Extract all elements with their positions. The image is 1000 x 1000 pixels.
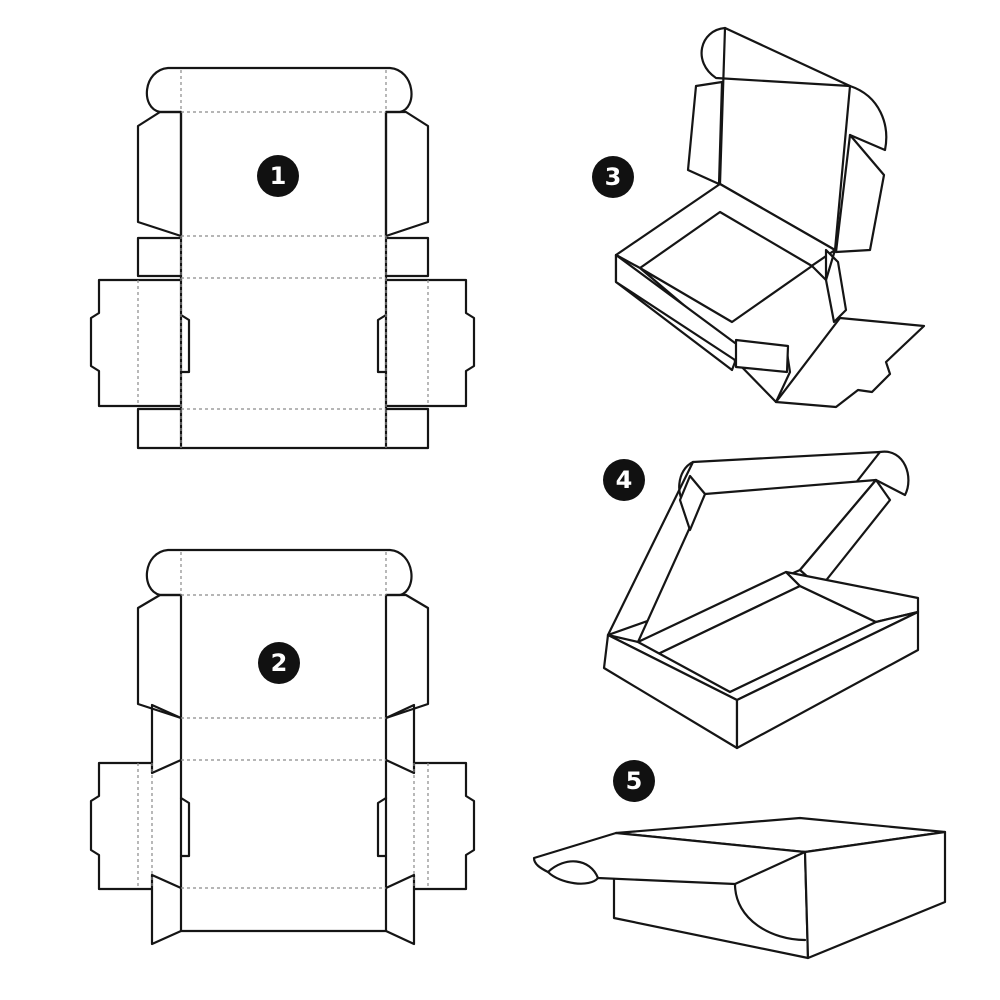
slot-right [376, 313, 388, 374]
side-panel-left [89, 278, 183, 408]
lid-dust-flap-right [834, 133, 886, 254]
step-3-partially-folded: 3 [592, 26, 926, 409]
back-ear-right [384, 236, 430, 278]
step-4-badge: 4 [603, 459, 645, 501]
dust-flap-curve [733, 882, 807, 942]
step-5-badge: 5 [613, 760, 655, 802]
lid-tuck-flap [145, 66, 413, 114]
side-panel-right-unfolded [774, 316, 926, 409]
tray-right-wall [735, 610, 920, 750]
side-panel-right [384, 278, 476, 408]
step-4-number: 4 [616, 466, 633, 494]
lid-tuck-flap [145, 548, 413, 597]
center-strip-edges [179, 593, 388, 933]
slot-right [376, 796, 388, 858]
lid-dust-flap-right [384, 593, 430, 720]
side-panel-left [89, 761, 154, 891]
box-right-wall [803, 830, 947, 960]
step-1-flat-die-cut: 1 [89, 66, 476, 450]
step-1-number: 1 [270, 162, 287, 190]
lid-dust-flap-left [678, 474, 707, 532]
front-wall [136, 407, 430, 450]
fold-lines-1 [137, 70, 429, 448]
step-2-flat-die-cut: 2 [89, 548, 476, 946]
slot-left [179, 796, 191, 858]
tuck-curl [546, 870, 600, 885]
side-panel-right [412, 761, 476, 891]
back-ear-left [150, 703, 183, 775]
slot-left [179, 313, 191, 374]
lid-dust-flap-left [136, 593, 183, 720]
lid-tuck-flap [700, 26, 888, 152]
step-1-badge: 1 [257, 155, 299, 197]
lid-dust-flap-left [136, 110, 183, 238]
lid-dust-flap-right [384, 110, 430, 238]
front-lock-tab [734, 338, 790, 374]
back-ear-right [384, 703, 416, 775]
step-3-badge: 3 [592, 156, 634, 198]
front-wall [150, 873, 416, 946]
lid-dust-flap-left [686, 80, 724, 186]
step-5-number: 5 [626, 767, 643, 795]
step-2-number: 2 [271, 649, 288, 677]
tray-corner-lines [810, 248, 837, 282]
back-ear-left [136, 236, 183, 278]
right-ear [824, 248, 848, 324]
fold-lines-2 [137, 552, 429, 889]
step-2-badge: 2 [258, 642, 300, 684]
step-3-number: 3 [605, 163, 622, 191]
step-4-assembled-open: 4 [602, 450, 920, 750]
step-5-closing: 5 [532, 760, 947, 960]
